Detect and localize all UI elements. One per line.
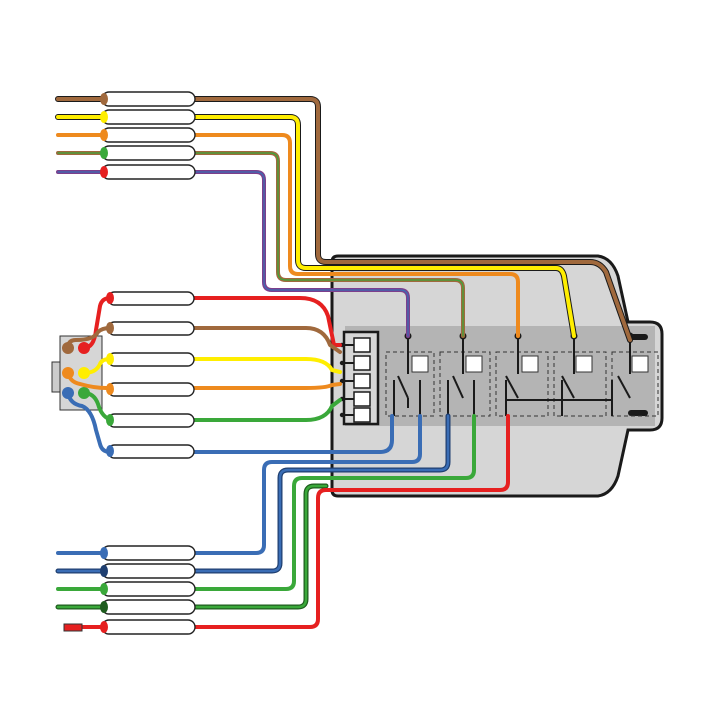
sleeve-green-bottom — [102, 582, 195, 596]
sleeve-blue-mid — [108, 445, 194, 458]
sleeve-green-dark-bottom — [102, 600, 195, 614]
fuse-tab — [64, 624, 82, 631]
sleeve-blue-dark-bottom — [102, 564, 195, 578]
sleeve-yellow-top — [102, 110, 195, 124]
sleeve-blue-bottom — [102, 546, 195, 560]
sleeve-purple-top — [102, 165, 195, 179]
sleeve-brown-mid — [108, 322, 194, 335]
sleeve-orange-top — [102, 128, 195, 142]
sleeve-yellow-mid — [108, 353, 194, 366]
mount-slot-bottom — [628, 410, 648, 416]
terminal-block — [340, 332, 378, 424]
sleeve-brown-green-top — [102, 146, 195, 160]
sleeve-red-mid — [108, 292, 194, 305]
sleeve-green-mid — [108, 414, 194, 427]
sleeve-brown-top — [102, 92, 195, 106]
sleeve-orange-mid — [108, 383, 194, 396]
sleeve-red-bottom — [102, 620, 195, 634]
